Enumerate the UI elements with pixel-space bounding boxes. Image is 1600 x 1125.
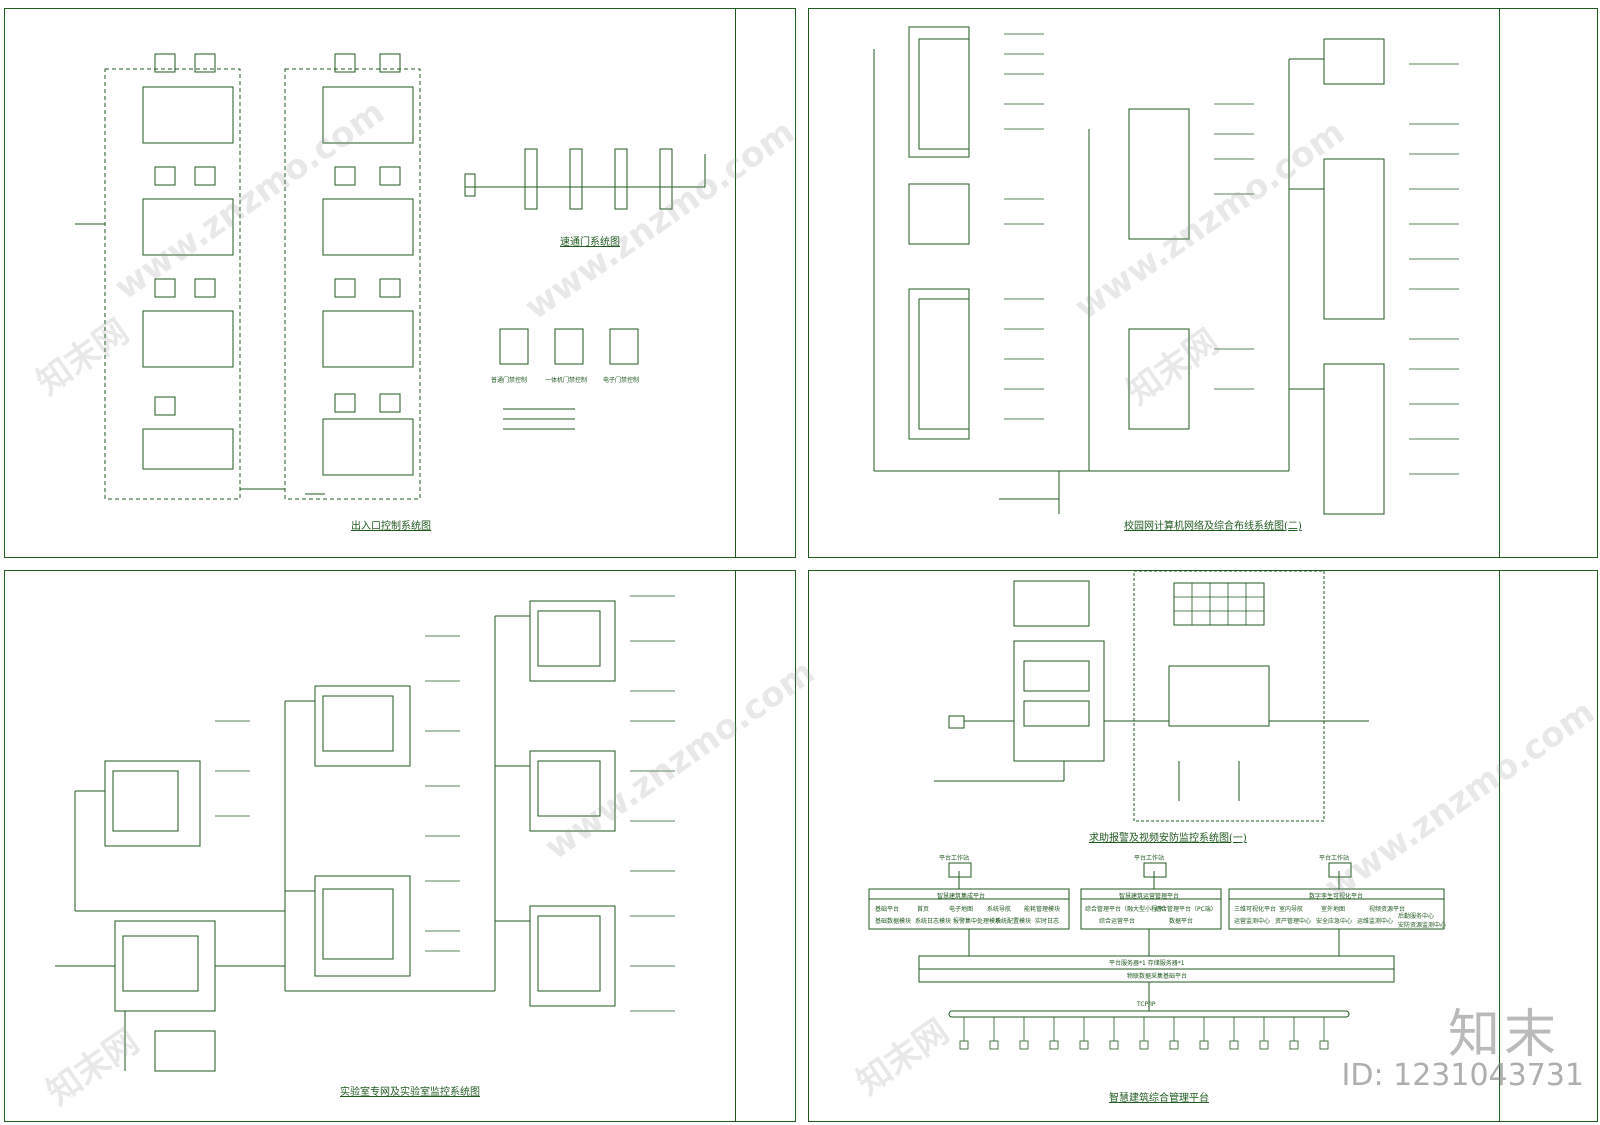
workstation-1: 平台工作站 [939,855,970,862]
platform-group-1-item: 能耗管理模块 [1024,906,1061,913]
platform-group-1-title: 智慧建筑集成平台 [937,893,986,900]
title-strip [1499,571,1500,1121]
platform-group-2-item: 数据平台 [1169,918,1194,925]
platform-group-3-item: 运营监测中心 [1234,918,1271,925]
title-strip [1499,9,1500,557]
door-label-2: 一体机门禁控制 [545,377,588,384]
title-strip [735,9,736,557]
platform-group-3-item: 运维监测中心 [1357,918,1394,925]
lab-network-drawing [55,595,675,1072]
platform-title: 智慧建筑综合管理平台 [1109,1093,1209,1104]
sheet-security-platform: 求助报警及视频安防监控系统图(一) 平台工作站 平台工作站 平台工作站 智慧建筑… [808,570,1598,1122]
platform-group-1-item: 实时日志 [1035,918,1060,925]
sheet-title: 校园网计算机网络及综合布线系统图(二) [1124,521,1302,532]
platform-group-1-item: 系统日志模块 [915,918,952,925]
speed-gate-title: 速通门系统图 [560,237,620,248]
workstation-3: 平台工作站 [1319,855,1350,862]
platform-group-1-item: 报警集中处理模块 [953,918,1002,925]
platform-group-1-item: 电子地图 [949,906,974,913]
tcpip-bus-label: TCP/IP [1137,1001,1156,1008]
platform-group-1-item: 首页 [917,906,930,913]
platform-group-3-item: 资产管理中心 [1275,918,1312,925]
platform-group-3-item: 视频资源平台 [1369,906,1406,913]
access-control-drawing [75,53,706,500]
platform-group-3-title: 数字孪生可视化平台 [1309,893,1364,900]
platform-group-3-item: 三维可视化平台 [1234,906,1277,913]
platform-group-2-item: 综合管理平台（PC端） [1155,906,1217,913]
workstation-2: 平台工作站 [1134,855,1165,862]
security-platform-drawing [868,571,1445,1050]
sheet-title: 出入口控制系统图 [351,521,431,532]
platform-group-1-item: 系统导航 [987,906,1012,913]
platform-group-3-item: 室外地图 [1321,906,1346,913]
sheet-title: 求助报警及视频安防监控系统图(一) [1089,833,1247,844]
brand-logo-text: 知末 [1447,1005,1560,1065]
title-strip [735,571,736,1121]
door-label-1: 普通门禁控制 [491,377,528,384]
sheet-campus-network: 校园网计算机网络及综合布线系统图(二) [808,8,1598,558]
platform-group-1-item: 基础平台 [875,906,900,913]
platform-group-2-title: 智慧建筑运营管理平台 [1119,893,1180,900]
id-tag: ID: 1231043731 [1341,1058,1584,1093]
platform-group-2-item: 综合管理平台（融大型小程序） [1085,906,1170,913]
sheet-access-control: 速通门系统图 普通门禁控制 一体机门禁控制 电子门禁控制 出入口控制系统图 [4,8,796,558]
campus-network-drawing [873,26,1459,515]
sheet-lab-network: 实验室专网及实验室监控系统图 [4,570,796,1122]
platform-group-3-item: 后勤服务中心 [1398,913,1435,920]
platform-group-3-item: 安防资源监测中心 [1398,922,1447,929]
sheet-title: 实验室专网及实验室监控系统图 [340,1087,480,1098]
platform-group-3-item: 安全应急中心 [1316,918,1353,925]
platform-group-1-item: 系统配置模块 [995,918,1032,925]
base-platform: 物联数据采集基础平台 [1127,973,1188,980]
platform-group-3-item: 室内导航 [1279,906,1304,913]
server-line: 平台服务器*1 存储服务器*1 [1109,960,1185,967]
platform-group-1-item: 基础数据模块 [875,918,912,925]
platform-group-2-item: 综合运营平台 [1099,918,1136,925]
door-label-3: 电子门禁控制 [603,377,640,384]
